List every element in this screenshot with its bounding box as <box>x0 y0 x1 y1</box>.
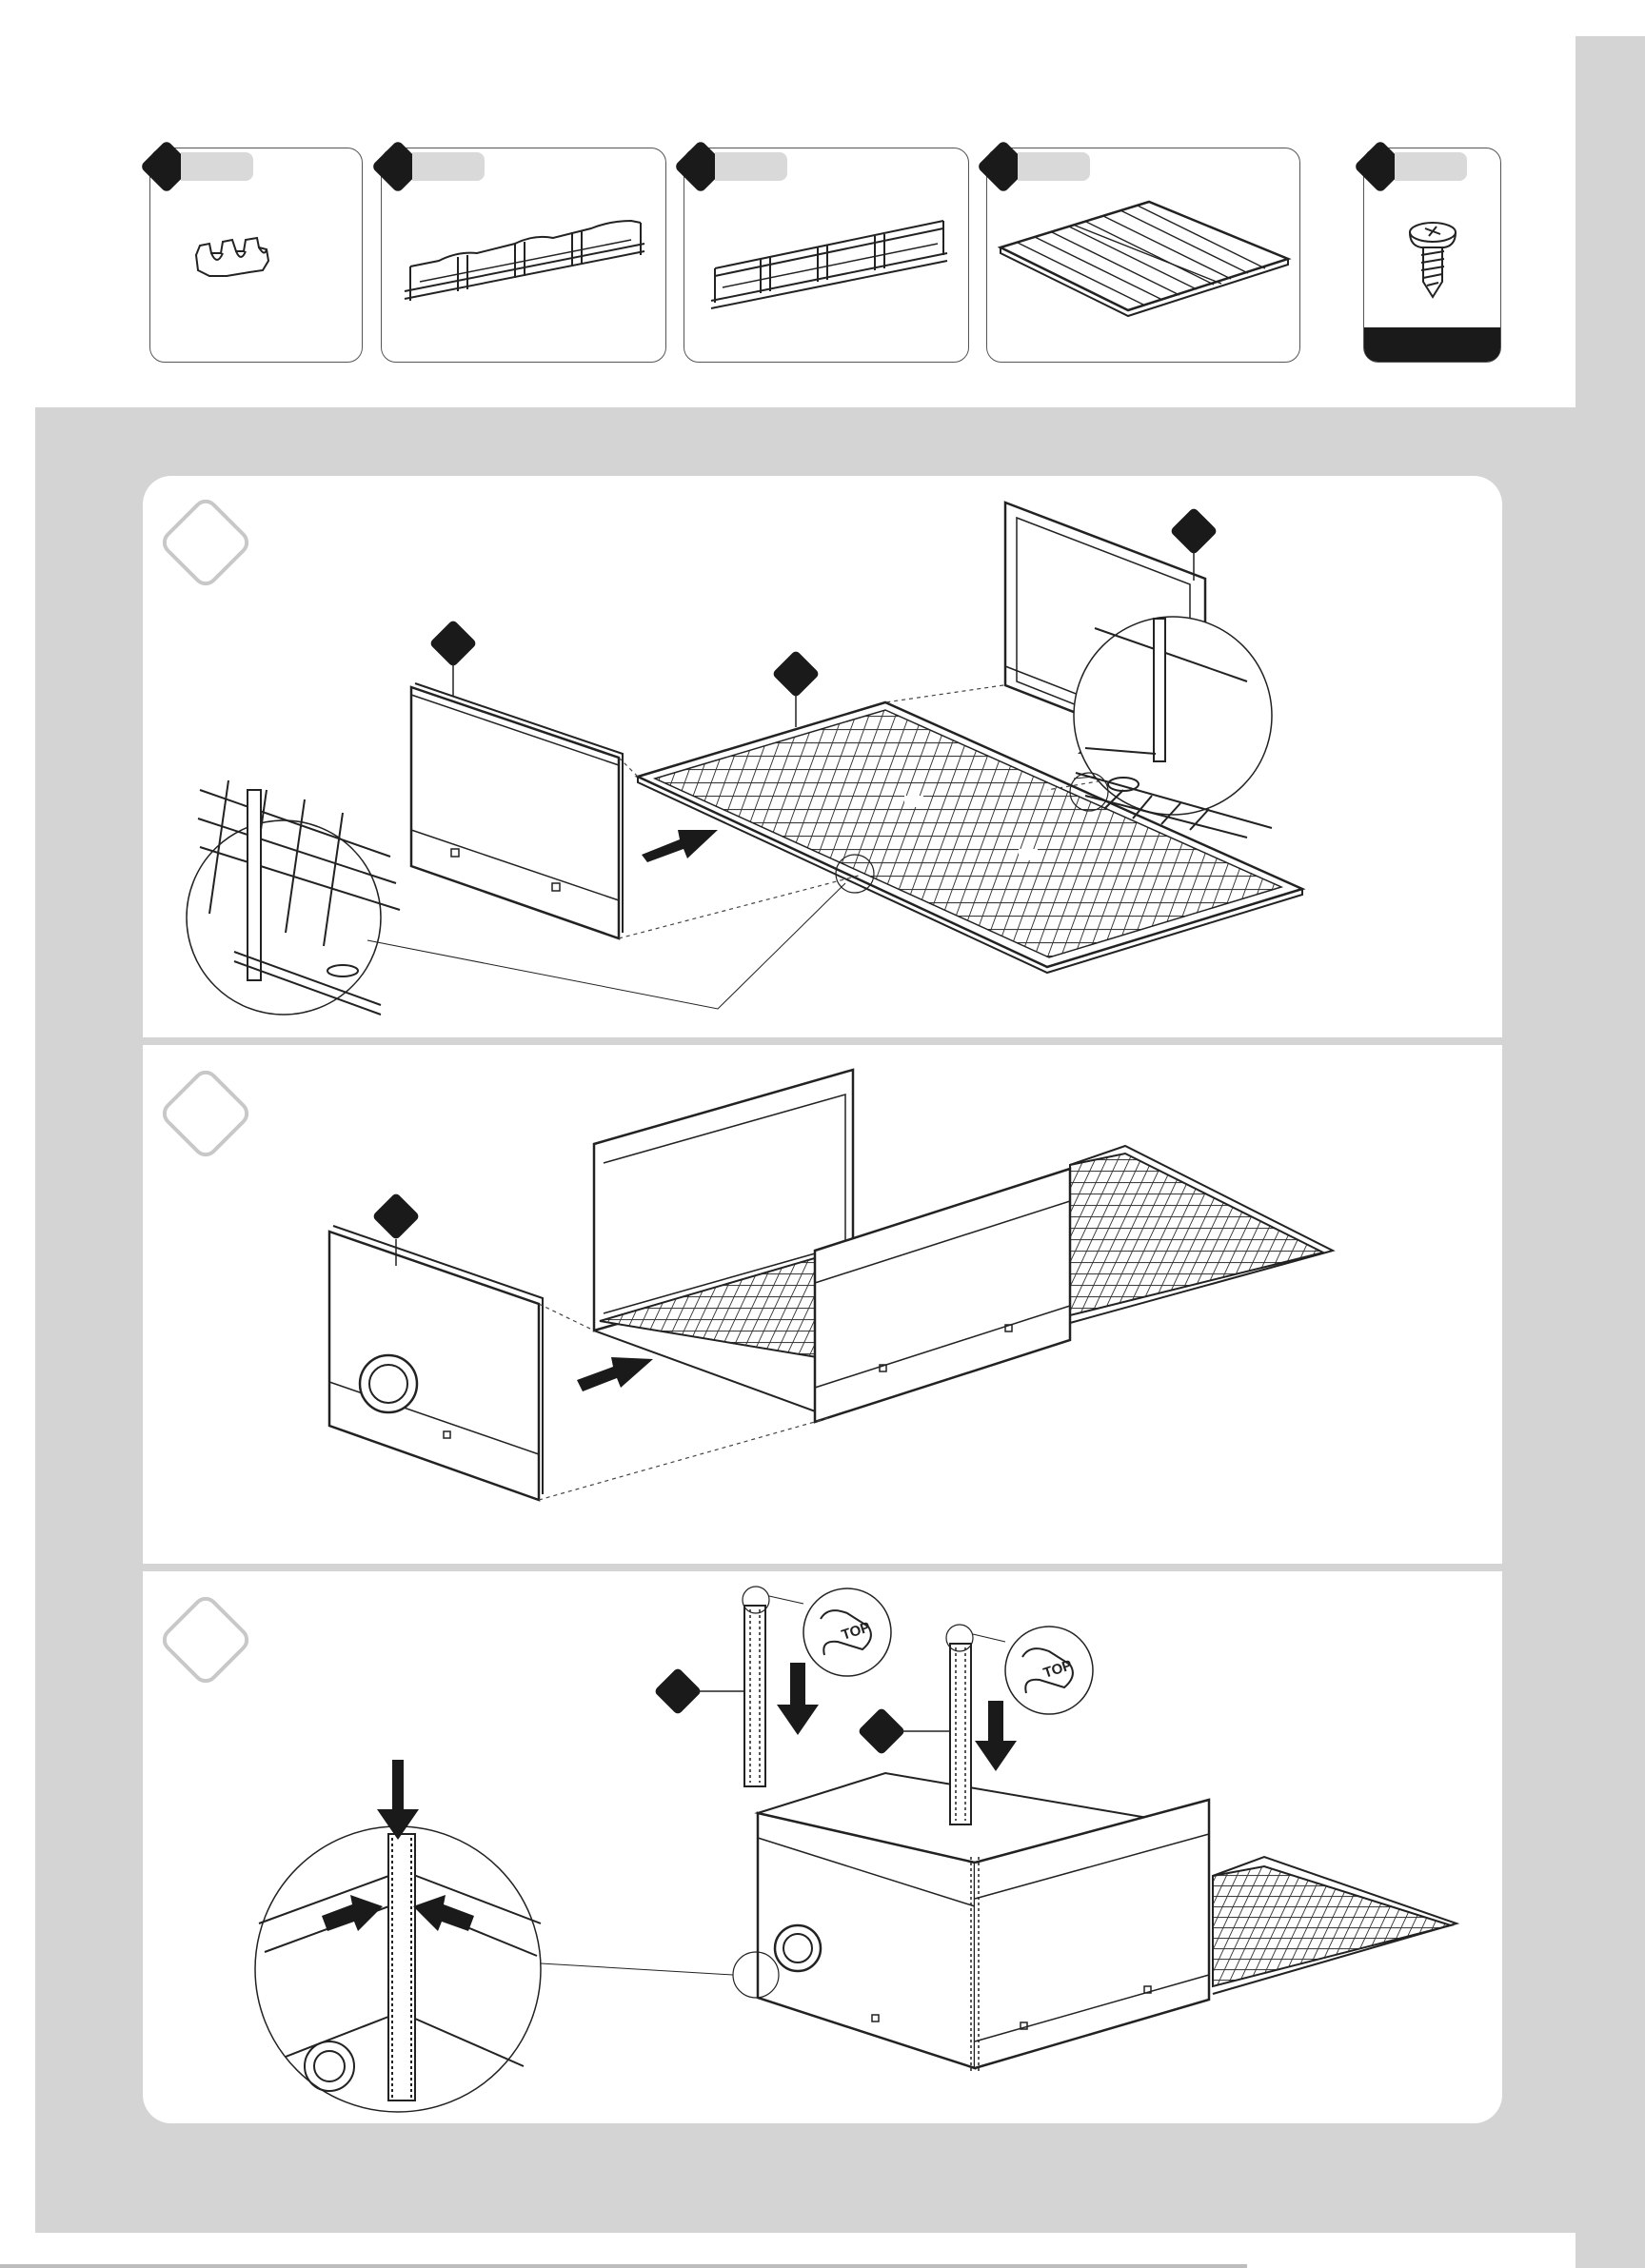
part-tab-3 <box>715 152 787 181</box>
step-2-panel <box>143 1045 1502 1564</box>
part-tab-2 <box>412 152 485 181</box>
screw-quantity-bar <box>1364 327 1500 362</box>
step-3-illustration: TOP TOP <box>143 1571 1502 2123</box>
part-tab-4 <box>1018 152 1090 181</box>
part-tab-1 <box>181 152 253 181</box>
step-1-panel <box>143 476 1502 1037</box>
footer-rule <box>0 2264 1247 2268</box>
step-1-illustration <box>143 476 1502 1037</box>
step-3-panel: TOP TOP <box>143 1571 1502 2123</box>
step-2-illustration <box>143 1045 1502 1564</box>
part-tab-5 <box>1395 152 1467 181</box>
